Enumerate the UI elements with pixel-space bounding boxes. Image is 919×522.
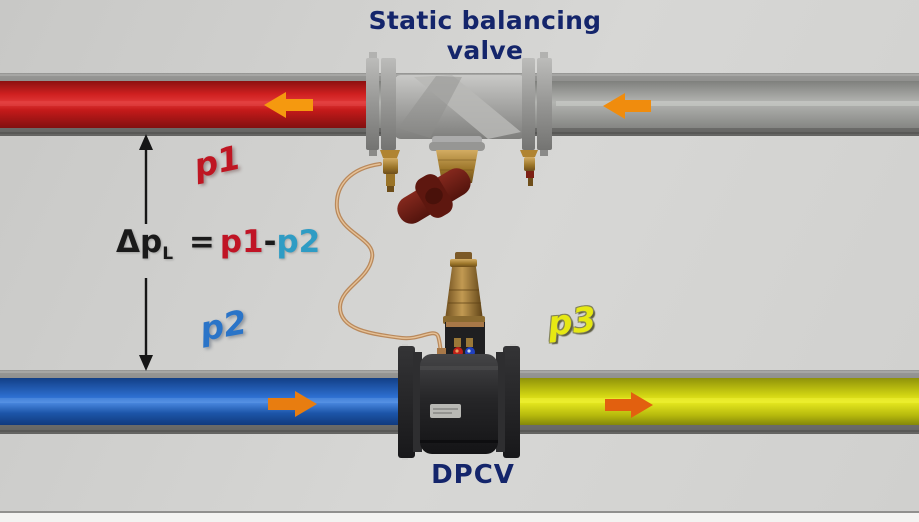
valve-y-branch bbox=[414, 75, 521, 139]
right-test-port bbox=[520, 150, 538, 186]
frame-bottom-strip bbox=[0, 513, 919, 522]
formula-term-p2: p2 bbox=[276, 224, 321, 260]
capillary-tube bbox=[334, 162, 443, 354]
valve-left-flange bbox=[366, 52, 396, 156]
flow-arrow-right-yellow-pipe bbox=[605, 392, 653, 418]
formula-delta-p: Δp bbox=[116, 224, 163, 260]
formula-minus: - bbox=[263, 224, 277, 260]
left-test-port bbox=[380, 150, 400, 192]
frame-bottom-line bbox=[0, 511, 919, 513]
dpcv-right-flange bbox=[503, 346, 520, 458]
capillary-connector bbox=[437, 348, 446, 356]
dpcv-left-flange bbox=[398, 346, 415, 458]
formula-equals: = bbox=[188, 224, 215, 260]
static-valve-title: Static balancing valve bbox=[368, 6, 602, 65]
valve-handwheel bbox=[397, 168, 471, 224]
dpcv-nameplate bbox=[430, 404, 461, 418]
dpcv-actuator bbox=[443, 252, 485, 324]
outlet-pipe-yellow bbox=[512, 378, 919, 425]
pressure-label-p3: p3 bbox=[546, 299, 598, 345]
flow-arrow-left-gray-pipe bbox=[603, 93, 651, 119]
valve-right-flange bbox=[522, 52, 552, 156]
formula-term-p1: p1 bbox=[219, 224, 264, 260]
pressure-formula: ΔpL =p1-p2 bbox=[116, 224, 320, 264]
dpcv-valve bbox=[398, 252, 520, 460]
static-balancing-valve bbox=[366, 52, 552, 224]
formula-subscript: L bbox=[162, 244, 174, 264]
supply-pipe-blue bbox=[0, 378, 403, 425]
double-headed-vertical-arrow bbox=[139, 134, 153, 371]
flow-arrow-left-red-pipe bbox=[264, 92, 313, 118]
pressure-label-p2: p2 bbox=[196, 302, 250, 349]
dpcv-label: DPCV bbox=[431, 460, 515, 490]
flow-arrow-right-blue-pipe bbox=[268, 391, 317, 417]
